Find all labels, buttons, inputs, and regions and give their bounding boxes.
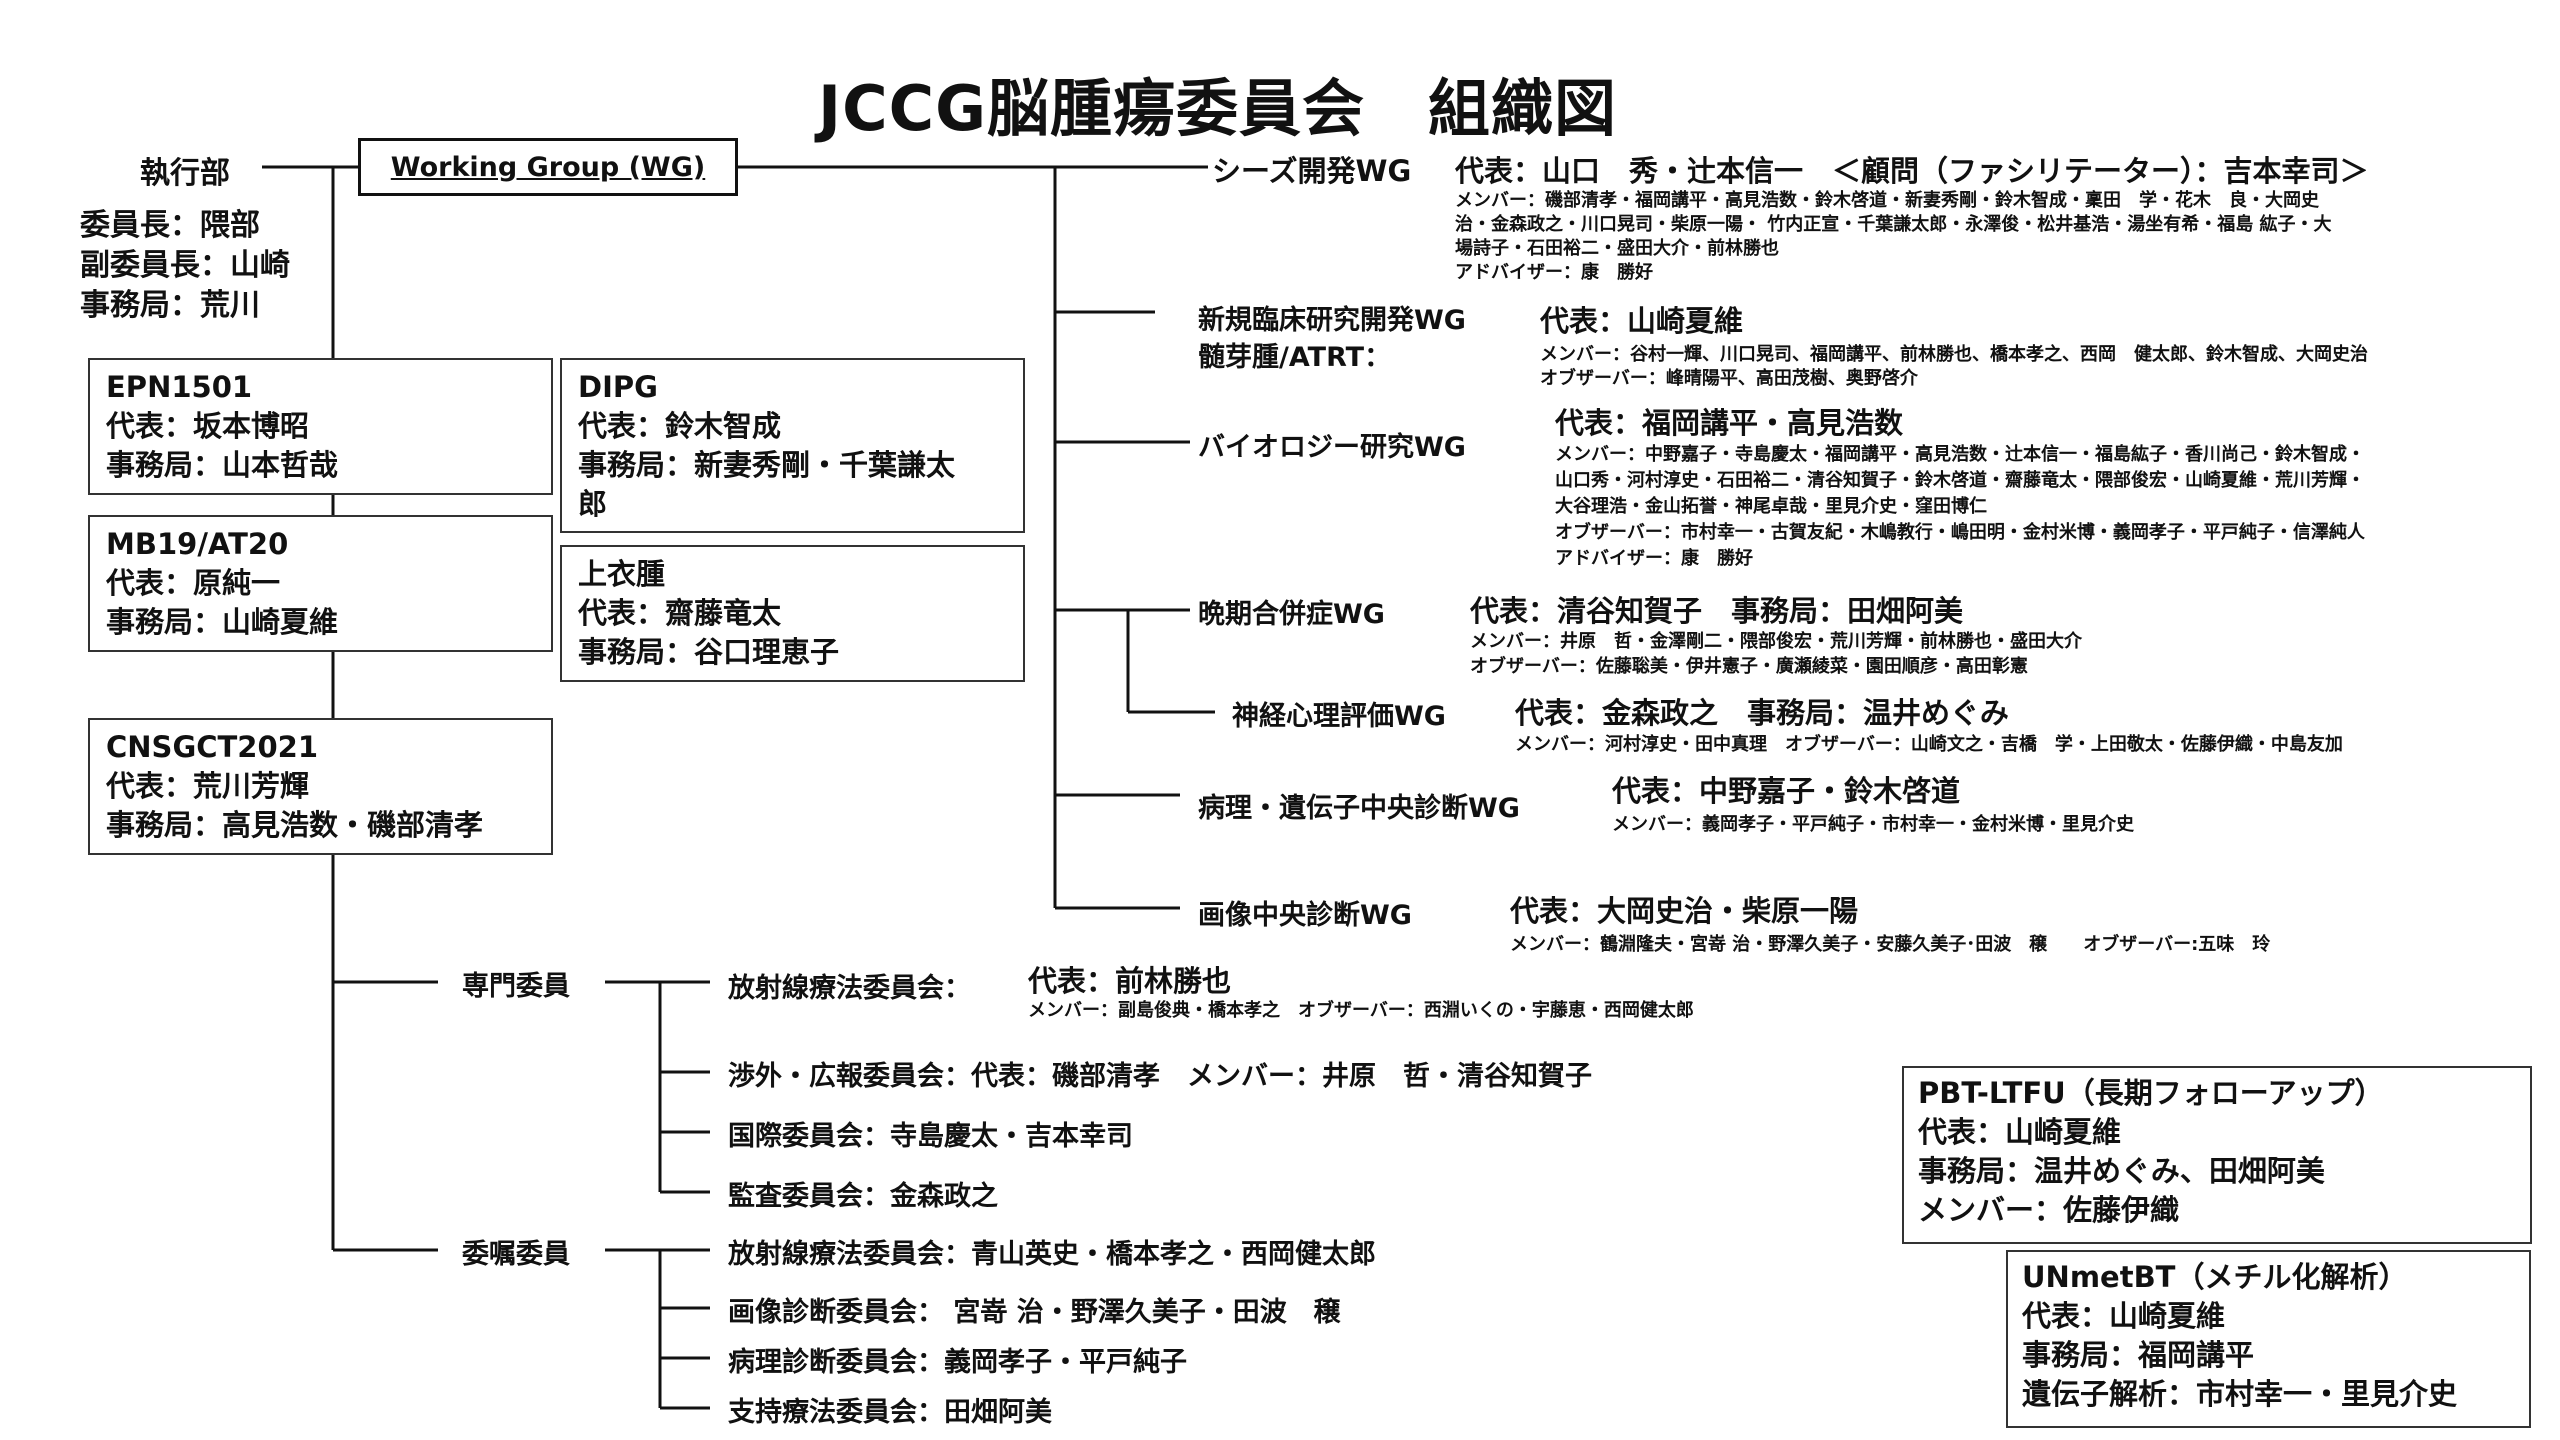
- working-group-label: Working Group (WG): [390, 152, 706, 183]
- wg-pathology-name: 病理・遺伝子中央診断WG: [1198, 793, 1520, 824]
- study-name: DIPG: [578, 370, 658, 404]
- wg-pathology-rep: 代表：中野嘉子・鈴木啓道: [1612, 774, 1961, 808]
- commissioned-support: 支持療法委員会：田畑阿美: [728, 1397, 1052, 1428]
- wg-clinical-name: 新規臨床研究開発WG: [1198, 305, 1466, 336]
- commissioned-label: 委嘱委員: [462, 1239, 570, 1270]
- exec-vice-chair: 副委員長：山崎: [80, 248, 290, 283]
- study-box-cnsgct2021: CNSGCT2021 代表：荒川芳輝 事務局：高見浩数・磯部清孝: [88, 718, 553, 855]
- unmetbt-box: UNmetBT（メチル化解析） 代表：山崎夏維 事務局：福岡講平 遺伝子解析：市…: [2006, 1250, 2531, 1428]
- unmetbt-genetic: 遺伝子解析：市村幸一・里見介史: [2022, 1377, 2458, 1411]
- exec-chair: 委員長：隈部: [80, 208, 260, 243]
- study-rep: 代表：鈴木智成: [578, 409, 782, 443]
- commissioned-imaging: 画像診断委員会： 宮嵜 治・野澤久美子・田波 穣: [728, 1297, 1341, 1328]
- wg-biology-members: 山口秀・河村淳史・石田裕二・清谷知賀子・鈴木啓道・齋藤竜太・隈部俊宏・山崎夏維・…: [1555, 470, 2365, 491]
- wg-neuropsych-members: メンバー：河村淳史・田中真理 オブザーバー：山崎文之・吉橋 学・上田敬太・佐藤伊…: [1515, 734, 2343, 755]
- wg-clinical-observers: オブザーバー：峰晴陽平、高田茂樹、奥野啓介: [1540, 368, 1918, 389]
- study-office: 事務局：谷口理恵子: [578, 635, 840, 669]
- wg-pathology-members: メンバー：義岡孝子・平戸純子・市村幸一・金村米博・里見介史: [1612, 814, 2134, 835]
- exec-label: 執行部: [140, 156, 230, 191]
- pbt-ltfu-member: メンバー：佐藤伊織: [1918, 1193, 2180, 1227]
- pbt-ltfu-rep: 代表：山崎夏維: [1918, 1115, 2122, 1149]
- study-box-epn1501: EPN1501 代表：坂本博昭 事務局：山本哲哉: [88, 358, 553, 495]
- radiation-committee-name: 放射線療法委員会：: [728, 973, 971, 1004]
- wg-imaging-members: メンバー：鶴淵隆夫・宮嵜 治・野澤久美子・安藤久美子･田波 穣 オブザーバー:五…: [1510, 934, 2271, 955]
- radiation-committee-members: メンバー：副島俊典・橋本孝之 オブザーバー：西淵いくの・宇藤恵・西岡健太郎: [1028, 1000, 1694, 1021]
- wg-clinical-members: メンバー：谷村一輝、川口晃司、福岡講平、前林勝也、橋本孝之、西岡 健太郎、鈴木智…: [1540, 344, 2368, 365]
- radiation-committee-rep: 代表：前林勝也: [1028, 964, 1232, 998]
- wg-late-effects-name: 晩期合併症WG: [1198, 599, 1385, 630]
- wg-seeds-members: メンバー：磯部清孝・福岡講平・高見浩数・鈴木啓道・新妻秀剛・鈴木智成・稟田 学・…: [1455, 190, 2319, 211]
- pbt-ltfu-box: PBT-LTFU（長期フォローアップ） 代表：山崎夏維 事務局：温井めぐみ、田畑…: [1902, 1066, 2532, 1244]
- wg-biology-observers: オブザーバー：市村幸一・古賀友紀・木嶋教行・嶋田明・金村米博・義岡孝子・平戸純子…: [1555, 522, 2365, 543]
- pbt-ltfu-office: 事務局：温井めぐみ、田畑阿美: [1918, 1154, 2325, 1188]
- working-group-box: Working Group (WG): [358, 138, 738, 196]
- study-office: 事務局：山本哲哉: [106, 448, 339, 482]
- unmetbt-title: UNmetBT（メチル化解析）: [2022, 1260, 2408, 1294]
- exec-office: 事務局：荒川: [80, 288, 260, 323]
- wg-imaging-rep: 代表：大岡史治・柴原一陽: [1510, 894, 1859, 928]
- international-committee: 国際委員会：寺島慶太・吉本幸司: [728, 1121, 1133, 1152]
- commissioned-pathology: 病理診断委員会：義岡孝子・平戸純子: [728, 1347, 1187, 1378]
- wg-biology-members: メンバー：中野嘉子・寺島慶太・福岡講平・高見浩数・辻本信一・福島紘子・香川尚己・…: [1555, 444, 2365, 465]
- wg-seeds-name: シーズ開発WG: [1212, 154, 1412, 188]
- study-rep: 代表：原純一: [106, 566, 281, 600]
- wg-imaging-name: 画像中央診断WG: [1198, 900, 1412, 931]
- wg-seeds-members: 場詩子・石田裕二・盛田大介・前林勝也: [1455, 238, 1779, 259]
- page-title: JCCG脳腫瘍委員会 組織図: [818, 72, 1617, 145]
- pr-committee: 渉外・広報委員会：代表：磯部清孝 メンバー：井原 哲・清谷知賀子: [728, 1061, 1592, 1092]
- wg-biology-name: バイオロジー研究WG: [1198, 432, 1466, 463]
- wg-seeds-members: 治・金森政之・川口晃司・柴原一陽・ 竹内正宣・千葉謙太郎・永澤俊・松井基浩・湯坐…: [1455, 214, 2332, 235]
- wg-seeds-advisor: アドバイザー：康 勝好: [1455, 262, 1653, 283]
- study-rep: 代表：荒川芳輝: [106, 769, 310, 803]
- wg-late-effects-observers: オブザーバー：佐藤聡美・伊井憲子・廣瀬綾菜・園田順彦・高田彰憲: [1470, 656, 2028, 677]
- study-box-ependymoma: 上衣腫 代表：齋藤竜太 事務局：谷口理恵子: [560, 545, 1025, 682]
- unmetbt-office: 事務局：福岡講平: [2022, 1338, 2255, 1372]
- study-office: 事務局：山崎夏維: [106, 605, 339, 639]
- wg-late-effects-members: メンバー：井原 哲・金澤剛二・隈部俊宏・荒川芳輝・前林勝也・盛田大介: [1470, 631, 2082, 652]
- study-name: EPN1501: [106, 370, 253, 404]
- study-name: CNSGCT2021: [106, 730, 319, 764]
- specialist-label: 専門委員: [462, 971, 570, 1002]
- wg-neuropsych-rep: 代表：金森政之 事務局：温井めぐみ: [1515, 696, 2009, 730]
- study-office: 事務局：高見浩数・磯部清孝: [106, 808, 484, 842]
- wg-biology-rep: 代表：福岡講平・高見浩数: [1555, 406, 1904, 440]
- study-name: 上衣腫: [578, 557, 666, 591]
- wg-late-effects-rep: 代表：清谷知賀子 事務局：田畑阿美: [1470, 594, 1964, 628]
- study-box-dipg: DIPG 代表：鈴木智成 事務局：新妻秀剛・千葉謙太 郎: [560, 358, 1025, 533]
- study-box-mb19-at20: MB19/AT20 代表：原純一 事務局：山崎夏維: [88, 515, 553, 652]
- study-name: MB19/AT20: [106, 527, 289, 561]
- study-rep: 代表：齋藤竜太: [578, 596, 782, 630]
- wg-seeds-rep: 代表：山口 秀・辻本信一 ＜顧問（ファシリテーター）：吉本幸司＞: [1455, 154, 2369, 188]
- wg-biology-advisor: アドバイザー：康 勝好: [1555, 548, 1753, 569]
- unmetbt-rep: 代表：山崎夏維: [2022, 1299, 2226, 1333]
- wg-biology-members: 大谷理浩・金山拓誉・神尾卓哉・里見介史・窪田博仁: [1555, 496, 1987, 517]
- study-office-continued: 郎: [578, 487, 608, 521]
- wg-clinical-rep: 代表：山崎夏維: [1540, 304, 1744, 338]
- study-rep: 代表：坂本博昭: [106, 409, 310, 443]
- pbt-ltfu-title: PBT-LTFU（長期フォローアップ）: [1918, 1076, 2384, 1110]
- wg-neuropsych-name: 神経心理評価WG: [1232, 701, 1446, 732]
- commissioned-radiation: 放射線療法委員会：青山英史・橋本孝之・西岡健太郎: [728, 1239, 1376, 1270]
- study-office: 事務局：新妻秀剛・千葉謙太: [578, 448, 956, 482]
- wg-clinical-sub-name: 髄芽腫/ATRT：: [1198, 342, 1392, 373]
- audit-committee: 監査委員会：金森政之: [728, 1181, 998, 1212]
